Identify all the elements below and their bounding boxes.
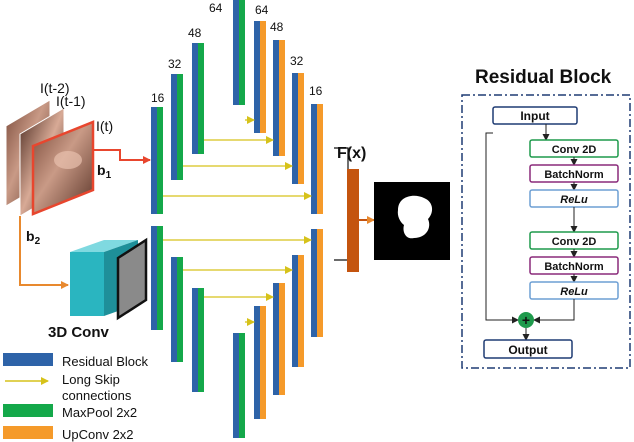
channel-label-48-decoder: 48 [270,20,284,34]
top-enc-1-residual [151,107,157,214]
channel-label-64-decoder: 64 [255,3,269,17]
legend-skip-label-2: connections [62,388,132,403]
bot-dec-4-residual [311,229,317,337]
bot-bottleneck-maxpool [239,333,245,438]
rb-conv1-label: Conv 2D [552,144,597,156]
rb-output-box [483,339,573,359]
bot-dec-2-upconv [279,283,285,395]
rb-bn2-label: BatchNorm [544,261,604,273]
residual-block-frame [461,94,631,369]
top-dec-3-upconv [298,73,304,184]
segmentation-mask [397,195,433,239]
fx-block [347,169,359,272]
frame-t0-label: I(t) [96,118,113,134]
channel-label-16-encoder: 16 [151,91,165,105]
b1-arrow [93,149,151,164]
conv3d-top [70,240,138,252]
top-bottleneck-maxpool [239,0,245,105]
legend-residual-label: Residual Block [62,354,148,369]
rb-add-node [518,312,534,328]
bot-bottleneck-residual [233,333,239,438]
top-dec-2-residual [273,40,279,156]
rb-input-label: Input [520,109,549,123]
rb-input-box [492,106,578,125]
bot-enc-3-residual [192,288,198,392]
rb-add-symbol: + [522,312,530,328]
frame-t2-label: I(t-2) [40,80,70,96]
unet-layers [151,0,323,438]
legend-skip-label-1: Long Skip [62,372,120,387]
top-dec-4-upconv [317,104,323,214]
rb-relu2-to-add [533,299,575,324]
frame-t1-label: I(t-1) [56,93,86,109]
legend-upconv-swatch [3,426,53,439]
bot-enc-2-maxpool [177,257,183,362]
fx-label: F(x) [337,145,366,162]
channel-label-16-decoder: 16 [309,84,323,98]
top-dec-2-upconv [279,40,285,156]
frame-t0-highlight [54,151,82,169]
bot-dec-4-upconv [317,229,323,337]
channel-label-64-encoder: 64 [209,1,223,15]
top-enc-2-residual [171,74,177,180]
conv3d-label: 3D Conv [48,324,110,341]
b1-label: b1 [97,162,112,181]
bot-dec-3-upconv [298,255,304,367]
long-skip-connections [163,116,312,326]
channel-label-32-decoder: 32 [290,54,304,68]
top-dec-1-residual [254,21,260,133]
legend-maxpool-swatch [3,404,53,417]
bot-dec-1-residual [254,306,260,419]
b2-label: b2 [26,228,41,247]
bot-enc-3-maxpool [198,288,204,392]
conv3d-filter [116,237,148,321]
conv3d-block [70,237,148,321]
rb-output-label: Output [508,343,547,357]
bot-dec-3-residual [292,255,298,367]
channel-label-32-encoder: 32 [168,57,182,71]
top-enc-2-maxpool [177,74,183,180]
top-enc-1-maxpool [157,107,163,214]
bot-dec-2-residual [273,283,279,395]
bot-enc-1-maxpool [157,226,163,330]
rb-conv2-label: Conv 2D [552,236,597,248]
rb-relu2-label: ReLu [560,286,588,298]
rb-skip-connection [485,132,519,324]
channel-label-48-encoder: 48 [188,26,202,40]
top-enc-3-maxpool [198,43,204,154]
rb-relu1-label: ReLu [560,194,588,206]
bot-dec-1-upconv [260,306,266,419]
conv3d-front [70,252,104,316]
residual-block-title: Residual Block [475,67,612,88]
legend-maxpool-label: MaxPool 2x2 [62,405,137,420]
rb-bn1-label: BatchNorm [544,169,604,181]
bot-enc-2-residual [171,257,177,362]
top-dec-1-upconv [260,21,266,133]
legend-residual-swatch [3,353,53,366]
top-dec-4-residual [311,104,317,214]
top-bottleneck-residual [233,0,239,105]
top-enc-3-residual [192,43,198,154]
top-dec-3-residual [292,73,298,184]
input-frame-stack [5,99,95,217]
legend-upconv-label: UpConv 2x2 [62,427,134,442]
bot-enc-1-residual [151,226,157,330]
b2-arrow [19,216,69,289]
